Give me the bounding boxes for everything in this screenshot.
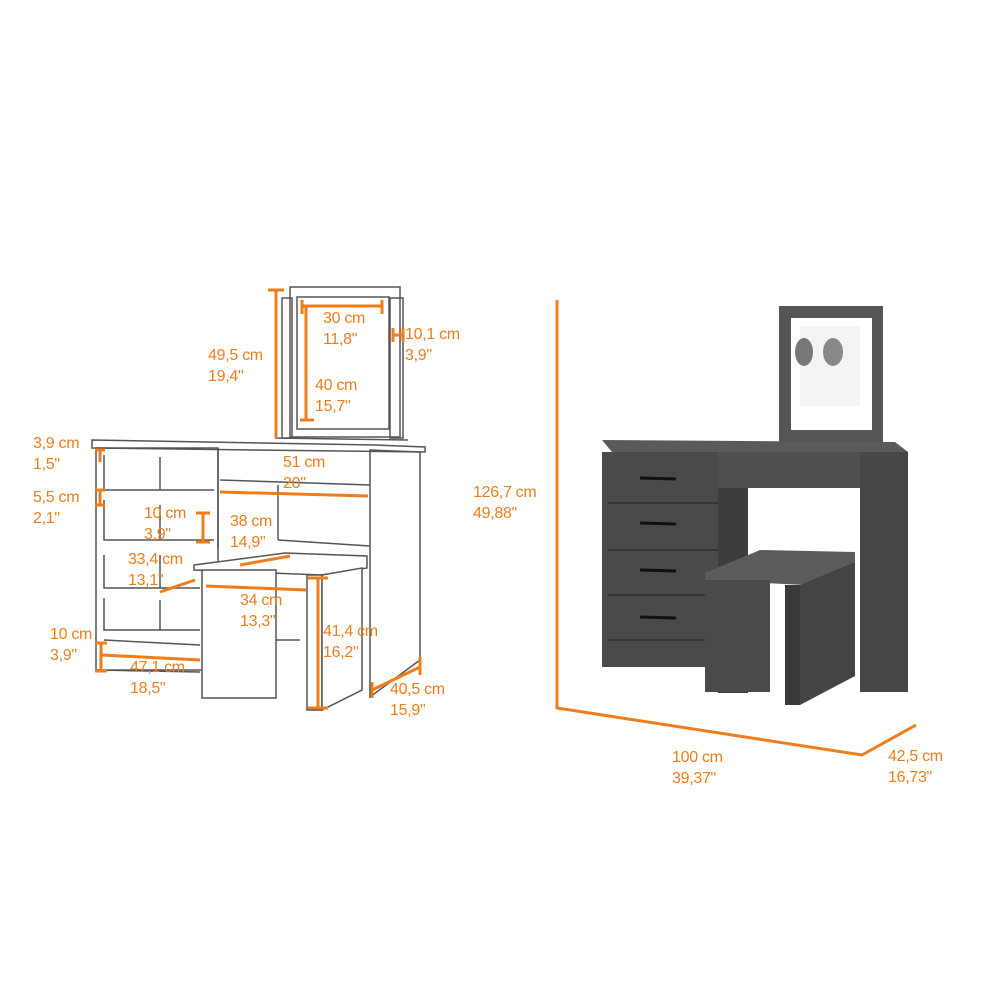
dimension-lines-right (555, 300, 917, 757)
vanity-product-render (602, 306, 908, 705)
dimension-lines-left (95, 288, 422, 710)
